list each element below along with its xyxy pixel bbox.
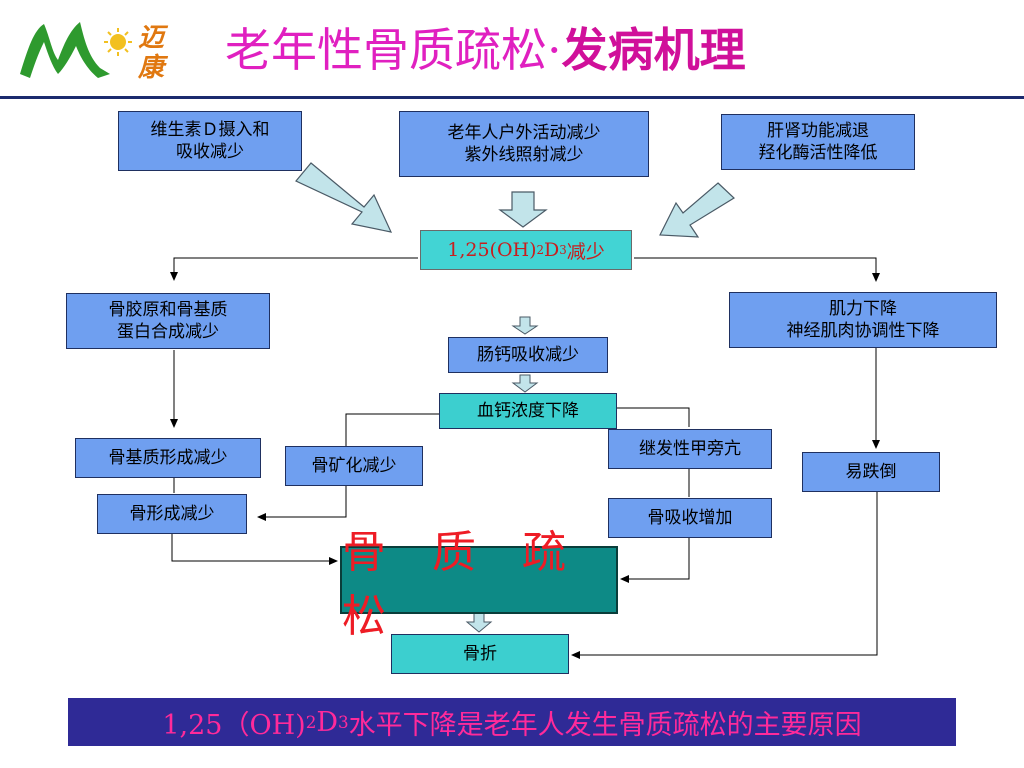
green-m-shape	[20, 22, 110, 78]
connector-blood-to-mineral	[345, 413, 440, 447]
node-fracture: 骨折	[391, 634, 569, 674]
banner-suffix: 水平下降是老年人发生骨质疏松的主要原因	[348, 709, 862, 741]
header-divider	[0, 96, 1024, 99]
node-secondary-hyperparathyroidism: 继发性甲旁亢	[608, 429, 772, 469]
node-bone-resorption: 骨吸收增加	[608, 498, 772, 538]
connector-resorption-to-osteoporosis	[620, 538, 690, 583]
title-emphasis: 发病机理	[561, 23, 746, 77]
node-bone-formation: 骨形成减少	[97, 494, 247, 534]
connector-formation-to-osteoporosis	[171, 534, 338, 565]
connector-key-to-collagen	[170, 257, 418, 281]
logo-char-2: 康	[137, 53, 169, 83]
block-arrow-center	[498, 191, 548, 228]
block-arrow-right	[659, 182, 735, 238]
cause-outdoor-activity: 老年人户外活动减少 紫外线照射减少	[399, 111, 649, 177]
connector-fall-to-fracture	[571, 491, 878, 659]
node-gut-calcium-absorption: 肠钙吸收减少	[448, 337, 608, 373]
page-title: 老年性骨质疏松·发病机理	[225, 22, 746, 78]
node-bone-matrix-formation: 骨基质形成减少	[75, 438, 261, 478]
title-main: 老年性骨质疏松·	[225, 23, 562, 77]
node-collagen-synthesis: 骨胶原和骨基质 蛋白合成减少	[66, 293, 270, 349]
logo-graphic: 迈 康	[20, 22, 169, 83]
sun-icon	[110, 34, 126, 50]
connector-mineral-to-formation	[257, 484, 347, 521]
node-muscle-coordination: 肌力下降 神经肌肉协调性下降	[729, 292, 997, 348]
node-prone-to-falls: 易跌倒	[802, 452, 940, 492]
logo-char-1: 迈	[138, 23, 169, 53]
node-bone-mineralization: 骨矿化减少	[285, 446, 423, 486]
cause-liver-kidney: 肝肾功能减退 羟化酶活性降低	[721, 114, 915, 170]
connector-key-to-muscle	[634, 257, 880, 282]
cause-vitamin-d: 维生素Ｄ摄入和 吸收减少	[118, 111, 302, 171]
sun-rays	[104, 28, 132, 56]
connector-blood-to-parathyroid	[616, 407, 690, 427]
key-factor-mid: D	[544, 239, 560, 261]
block-arrow-to-gut	[511, 316, 539, 335]
node-osteoporosis: 骨 质 疏 松	[340, 527, 618, 642]
brand-logo: 迈 康	[14, 8, 174, 84]
block-arrow-to-blood	[511, 374, 539, 393]
banner-mid: D	[316, 706, 338, 738]
key-factor-suffix: 减少	[566, 240, 605, 263]
block-arrow-to-fracture	[465, 612, 493, 633]
banner-prefix: 1,25（OH)	[162, 709, 306, 741]
block-arrow-left	[295, 162, 393, 233]
key-factor-prefix: 1,25(OH)	[447, 239, 537, 261]
node-blood-calcium: 血钙浓度下降	[439, 393, 617, 429]
